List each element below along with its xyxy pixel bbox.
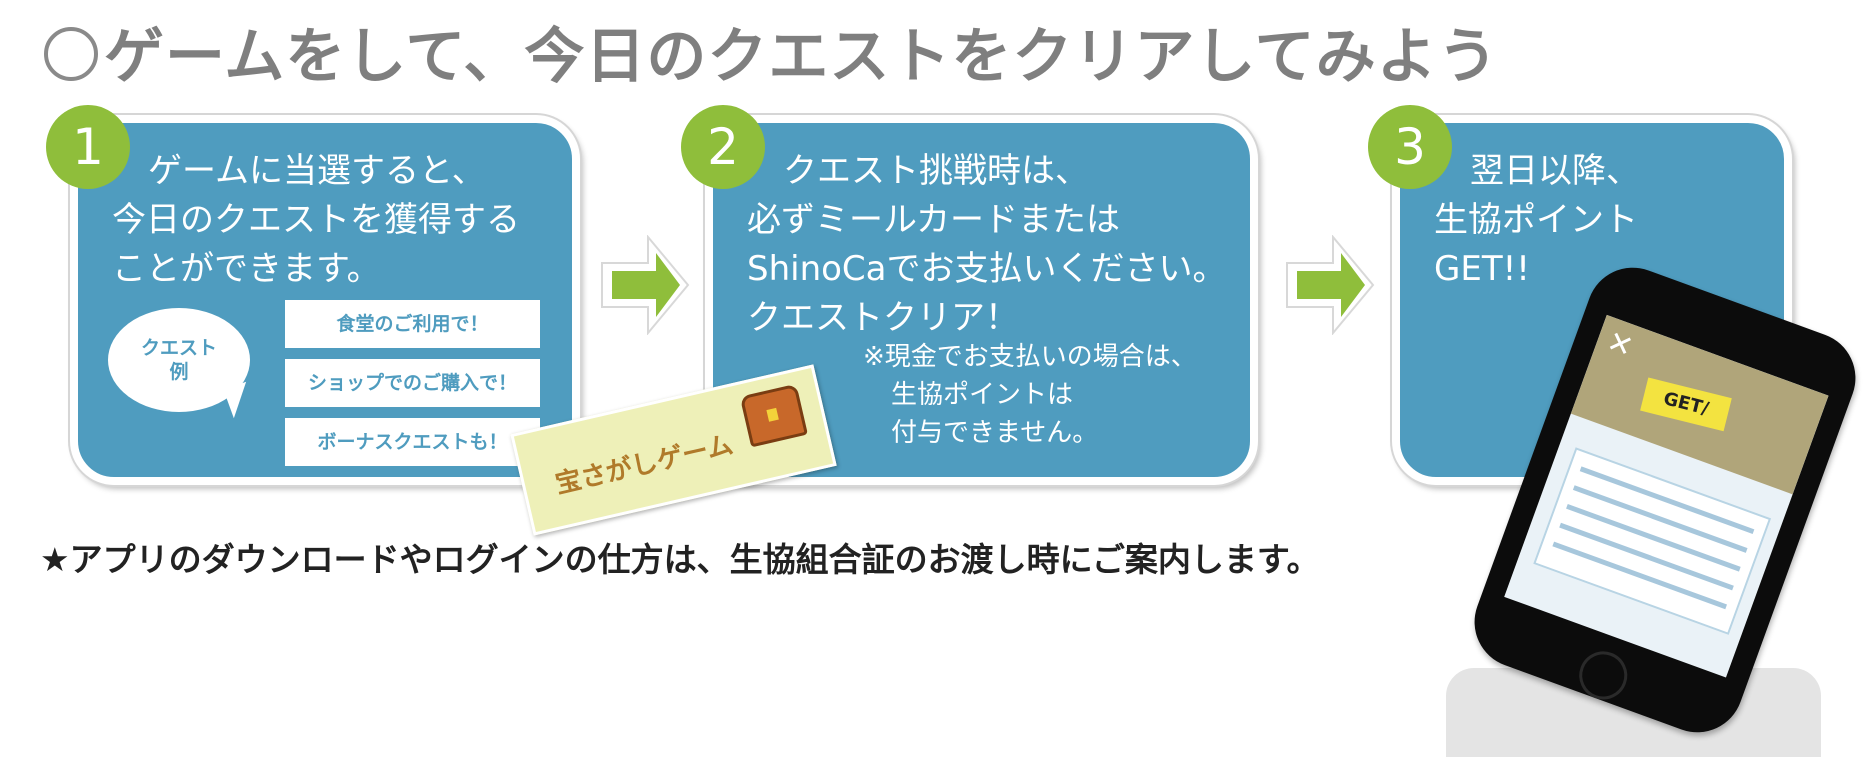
quest-example-label: 例 — [169, 361, 189, 383]
quest-example-bubble: クエスト 例 — [108, 308, 250, 412]
circle-bullet-icon — [44, 27, 98, 81]
page-title-text: ゲームをして、今日のクエストをクリアしてみよう — [104, 22, 1499, 92]
treasure-chest-icon — [739, 383, 808, 448]
step-1-line: ゲームに当選すると、 — [148, 151, 486, 191]
ticket-game-name: 宝さがしゲーム — [552, 429, 736, 500]
quest-example-item: 食堂のご利用で！ — [285, 300, 540, 348]
step-2-description: クエスト挑戦時は、 必ずミールカードまたは ShinoCaでお支払いください。 … — [747, 147, 1227, 343]
note-line: 生協ポイントは — [891, 380, 1074, 410]
step-2-line: クエストクリア！ — [747, 298, 1019, 338]
quest-example-item: ボーナスクエストも！ — [285, 418, 540, 466]
step-3-line: 翌日以降、 — [1470, 151, 1640, 191]
note-line: 付与できません。 — [891, 418, 1099, 448]
step-2-line: クエスト挑戦時は、 — [783, 151, 1089, 191]
cash-payment-note: ※現金でお支払いの場合は、 生協ポイントは 付与できません。 — [863, 338, 1197, 452]
step-2-number-badge: 2 — [681, 105, 765, 189]
app-guidance-footnote: ★アプリのダウンロードやログインの仕方は、生協組合証のお渡し時にご案内します。 — [40, 540, 1320, 579]
step-1-number-badge: 1 — [46, 105, 130, 189]
step-arrow-icon — [1286, 235, 1375, 335]
page-title: ゲームをして、今日のクエストをクリアしてみよう — [44, 8, 1499, 95]
step-3-description: 翌日以降、 生協ポイント GET!! — [1434, 147, 1640, 294]
step-3-line: 生協ポイント — [1434, 200, 1638, 240]
quest-example-label: クエスト — [140, 337, 217, 359]
step-1-description: ゲームに当選すると、 今日のクエストを獲得する ことができます。 — [112, 147, 520, 294]
note-line: ※現金でお支払いの場合は、 — [863, 342, 1197, 372]
phone-screen-panel — [1533, 447, 1772, 635]
step-3-number-badge: 3 — [1368, 105, 1452, 189]
step-2-line: ShinoCaでお支払いください。 — [747, 249, 1227, 289]
step-1-line: ことができます。 — [112, 249, 381, 289]
step-arrow-icon — [601, 235, 690, 335]
speech-bubble-tail — [223, 381, 257, 419]
step-2-line: 必ずミールカードまたは — [747, 200, 1120, 240]
step-3-line: GET!! — [1434, 249, 1530, 289]
step-1-panel: 1 ゲームに当選すると、 今日のクエストを獲得する ことができます。 クエスト … — [46, 105, 580, 485]
step-1-line: 今日のクエストを獲得する — [112, 200, 520, 240]
quest-example-item: ショップでのご購入で！ — [285, 359, 540, 407]
